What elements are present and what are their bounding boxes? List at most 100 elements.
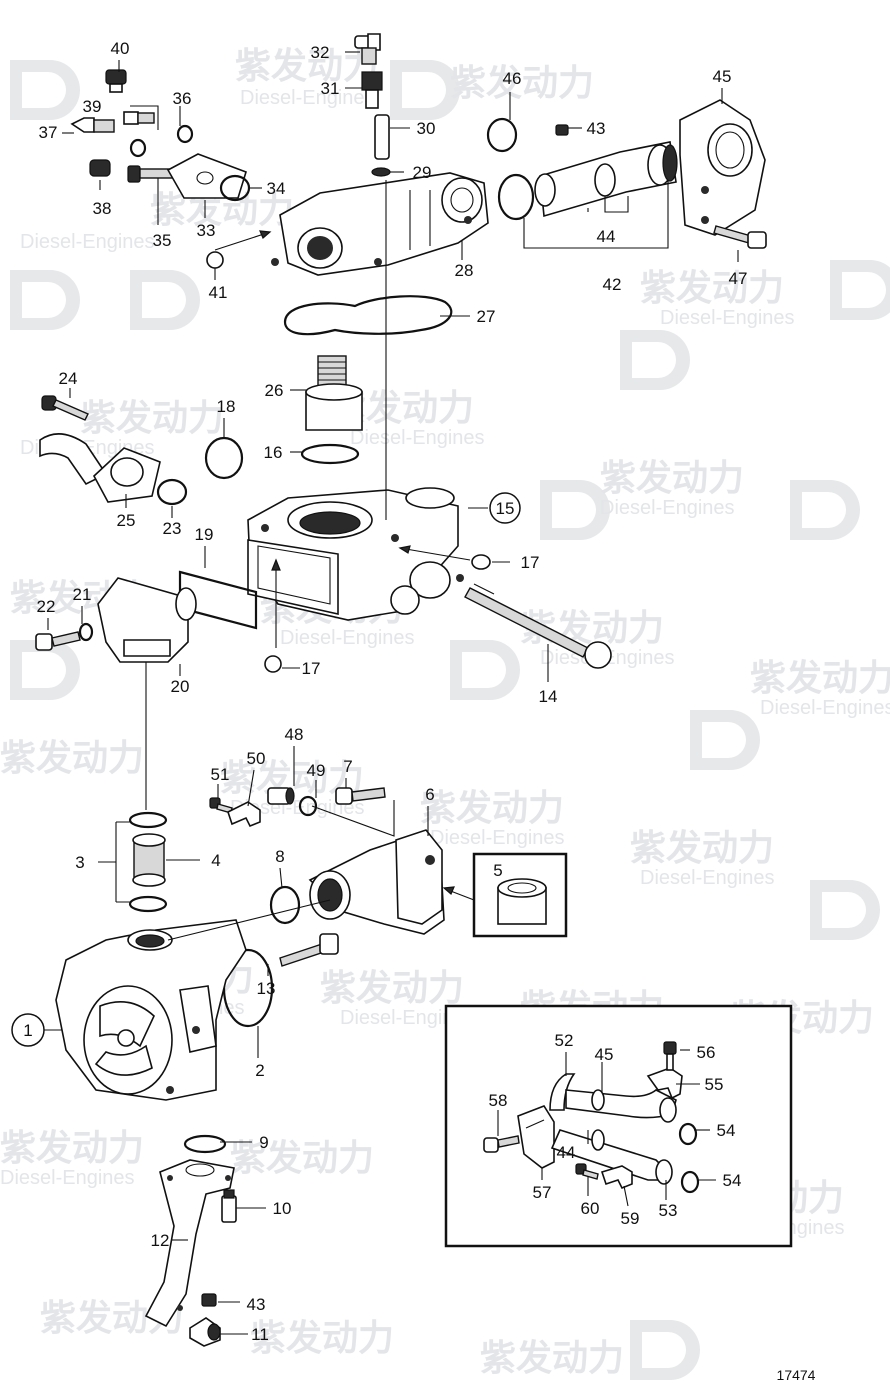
drain-cock-11	[189, 1317, 221, 1347]
thermostat-housing-28	[271, 172, 489, 276]
label-part-10: 10	[273, 1199, 292, 1218]
label-part-32: 32	[311, 43, 330, 62]
o-ring-23	[156, 478, 188, 506]
watermark-brand-cn: 紫发动力	[250, 1317, 394, 1358]
sleeve-4	[132, 833, 166, 887]
watermark-logo	[540, 480, 610, 540]
label-part-1: 1	[23, 1021, 32, 1040]
label-part-41: 41	[209, 283, 228, 302]
elbow-fitting-32	[354, 33, 381, 65]
water-pump-1	[55, 919, 247, 1101]
watermark-brand-en: Diesel-Engines	[240, 87, 375, 109]
label-part-48: 48	[285, 725, 304, 744]
watermark-brand-cn: 紫发动力	[320, 967, 464, 1008]
screw-51	[209, 797, 233, 814]
watermark-logo	[10, 270, 80, 330]
watermark-logo	[810, 880, 880, 940]
label-part-45: 45	[713, 67, 732, 86]
pipe-30	[374, 114, 390, 160]
label-part-11: 11	[251, 1325, 269, 1344]
o-ring-18	[204, 436, 244, 480]
pipe-bend-25	[39, 433, 161, 503]
label-part-50: 50	[247, 749, 266, 768]
gasket-27	[283, 295, 453, 336]
label-part-6: 6	[425, 785, 434, 804]
watermark-logo	[790, 480, 860, 540]
label-part-5: 5	[493, 861, 502, 880]
watermark-brand-en: Diesel-Engines	[600, 497, 735, 519]
label-part-31: 31	[321, 79, 340, 98]
watermark-brand-en: Diesel-Engines	[660, 307, 795, 329]
label-part-45-inset: 45	[595, 1045, 614, 1064]
washer-49	[298, 795, 318, 817]
label-part-60: 60	[581, 1199, 600, 1218]
label-part-28: 28	[455, 261, 474, 280]
seal-3-upper	[128, 811, 168, 829]
outlet-elbow-20	[97, 577, 197, 663]
label-part-22: 22	[37, 597, 56, 616]
label-part-57: 57	[533, 1183, 552, 1202]
label-part-35: 35	[153, 231, 172, 250]
watermark-brand-en: Diesel-Engines	[20, 231, 155, 253]
label-part-53: 53	[659, 1201, 678, 1220]
label-part-43-bottom: 43	[247, 1295, 266, 1314]
label-part-13: 13	[257, 979, 276, 998]
connecting-pipe-44	[534, 141, 678, 218]
watermark-logo	[450, 640, 520, 700]
washer-36b	[129, 138, 147, 158]
label-part-24: 24	[59, 369, 78, 388]
label-part-36: 36	[173, 89, 192, 108]
label-part-29: 29	[413, 163, 432, 182]
label-part-44-inset: 44	[557, 1143, 576, 1162]
callout-circle-1	[11, 1013, 45, 1047]
seal-3-lower	[128, 895, 168, 913]
watermark-logo	[390, 60, 460, 120]
bolt-24	[41, 395, 89, 421]
label-part-15: 15	[496, 499, 515, 518]
watermark-logo	[10, 60, 80, 120]
label-part-37: 37	[39, 123, 58, 142]
plug-43-lower	[201, 1293, 217, 1307]
label-part-30: 30	[417, 119, 436, 138]
label-part-3: 3	[75, 853, 84, 872]
leader-lines	[44, 51, 739, 1335]
washer-21	[78, 622, 94, 642]
label-part-54-lower: 54	[723, 1171, 742, 1190]
watermark-brand-cn: 紫发动力	[600, 457, 744, 498]
label-part-19: 19	[195, 525, 214, 544]
elbow-housing-45	[679, 99, 766, 236]
thermostat-housing-15	[247, 487, 464, 621]
bolt-14	[464, 583, 612, 669]
label-part-12: 12	[151, 1231, 170, 1250]
label-part-56: 56	[697, 1043, 716, 1062]
sensor-39	[123, 111, 155, 125]
label-part-46: 46	[503, 69, 522, 88]
bolt-22	[35, 631, 81, 651]
clip-50	[227, 801, 261, 828]
washer-36	[176, 124, 194, 144]
watermark-brand-cn: 紫发动力	[750, 657, 890, 698]
watermark-logo	[690, 710, 760, 770]
label-part-33: 33	[197, 221, 216, 240]
label-part-59: 59	[621, 1209, 640, 1228]
nut-17-upper	[471, 554, 491, 570]
label-part-34: 34	[267, 179, 286, 198]
label-part-17-upper: 17	[521, 553, 540, 572]
label-part-51: 51	[211, 765, 230, 784]
label-part-16: 16	[264, 443, 283, 462]
nipple-48	[267, 787, 295, 805]
inset-box-5	[472, 852, 568, 938]
label-part-21: 21	[73, 585, 92, 604]
watermark-logo	[130, 270, 200, 330]
watermark-brand-cn: 紫发动力	[0, 737, 144, 778]
label-part-38: 38	[93, 199, 112, 218]
watermark-brand-cn: 紫发动力	[230, 1137, 374, 1178]
part-labels: 1 2 3 4 5 6 7 8 9 10 11 12 13 14 15 16 1…	[23, 39, 747, 1344]
o-ring-8	[269, 885, 301, 925]
watermark-brand-en: Diesel-Engines	[0, 1167, 135, 1189]
watermark-brand-en: Diesel-Engines	[340, 1007, 475, 1029]
cover-plate-33	[166, 153, 247, 199]
watermark-brand-cn: 紫发动力	[235, 45, 379, 86]
watermark-brand-cn: 紫发动力	[420, 787, 564, 828]
